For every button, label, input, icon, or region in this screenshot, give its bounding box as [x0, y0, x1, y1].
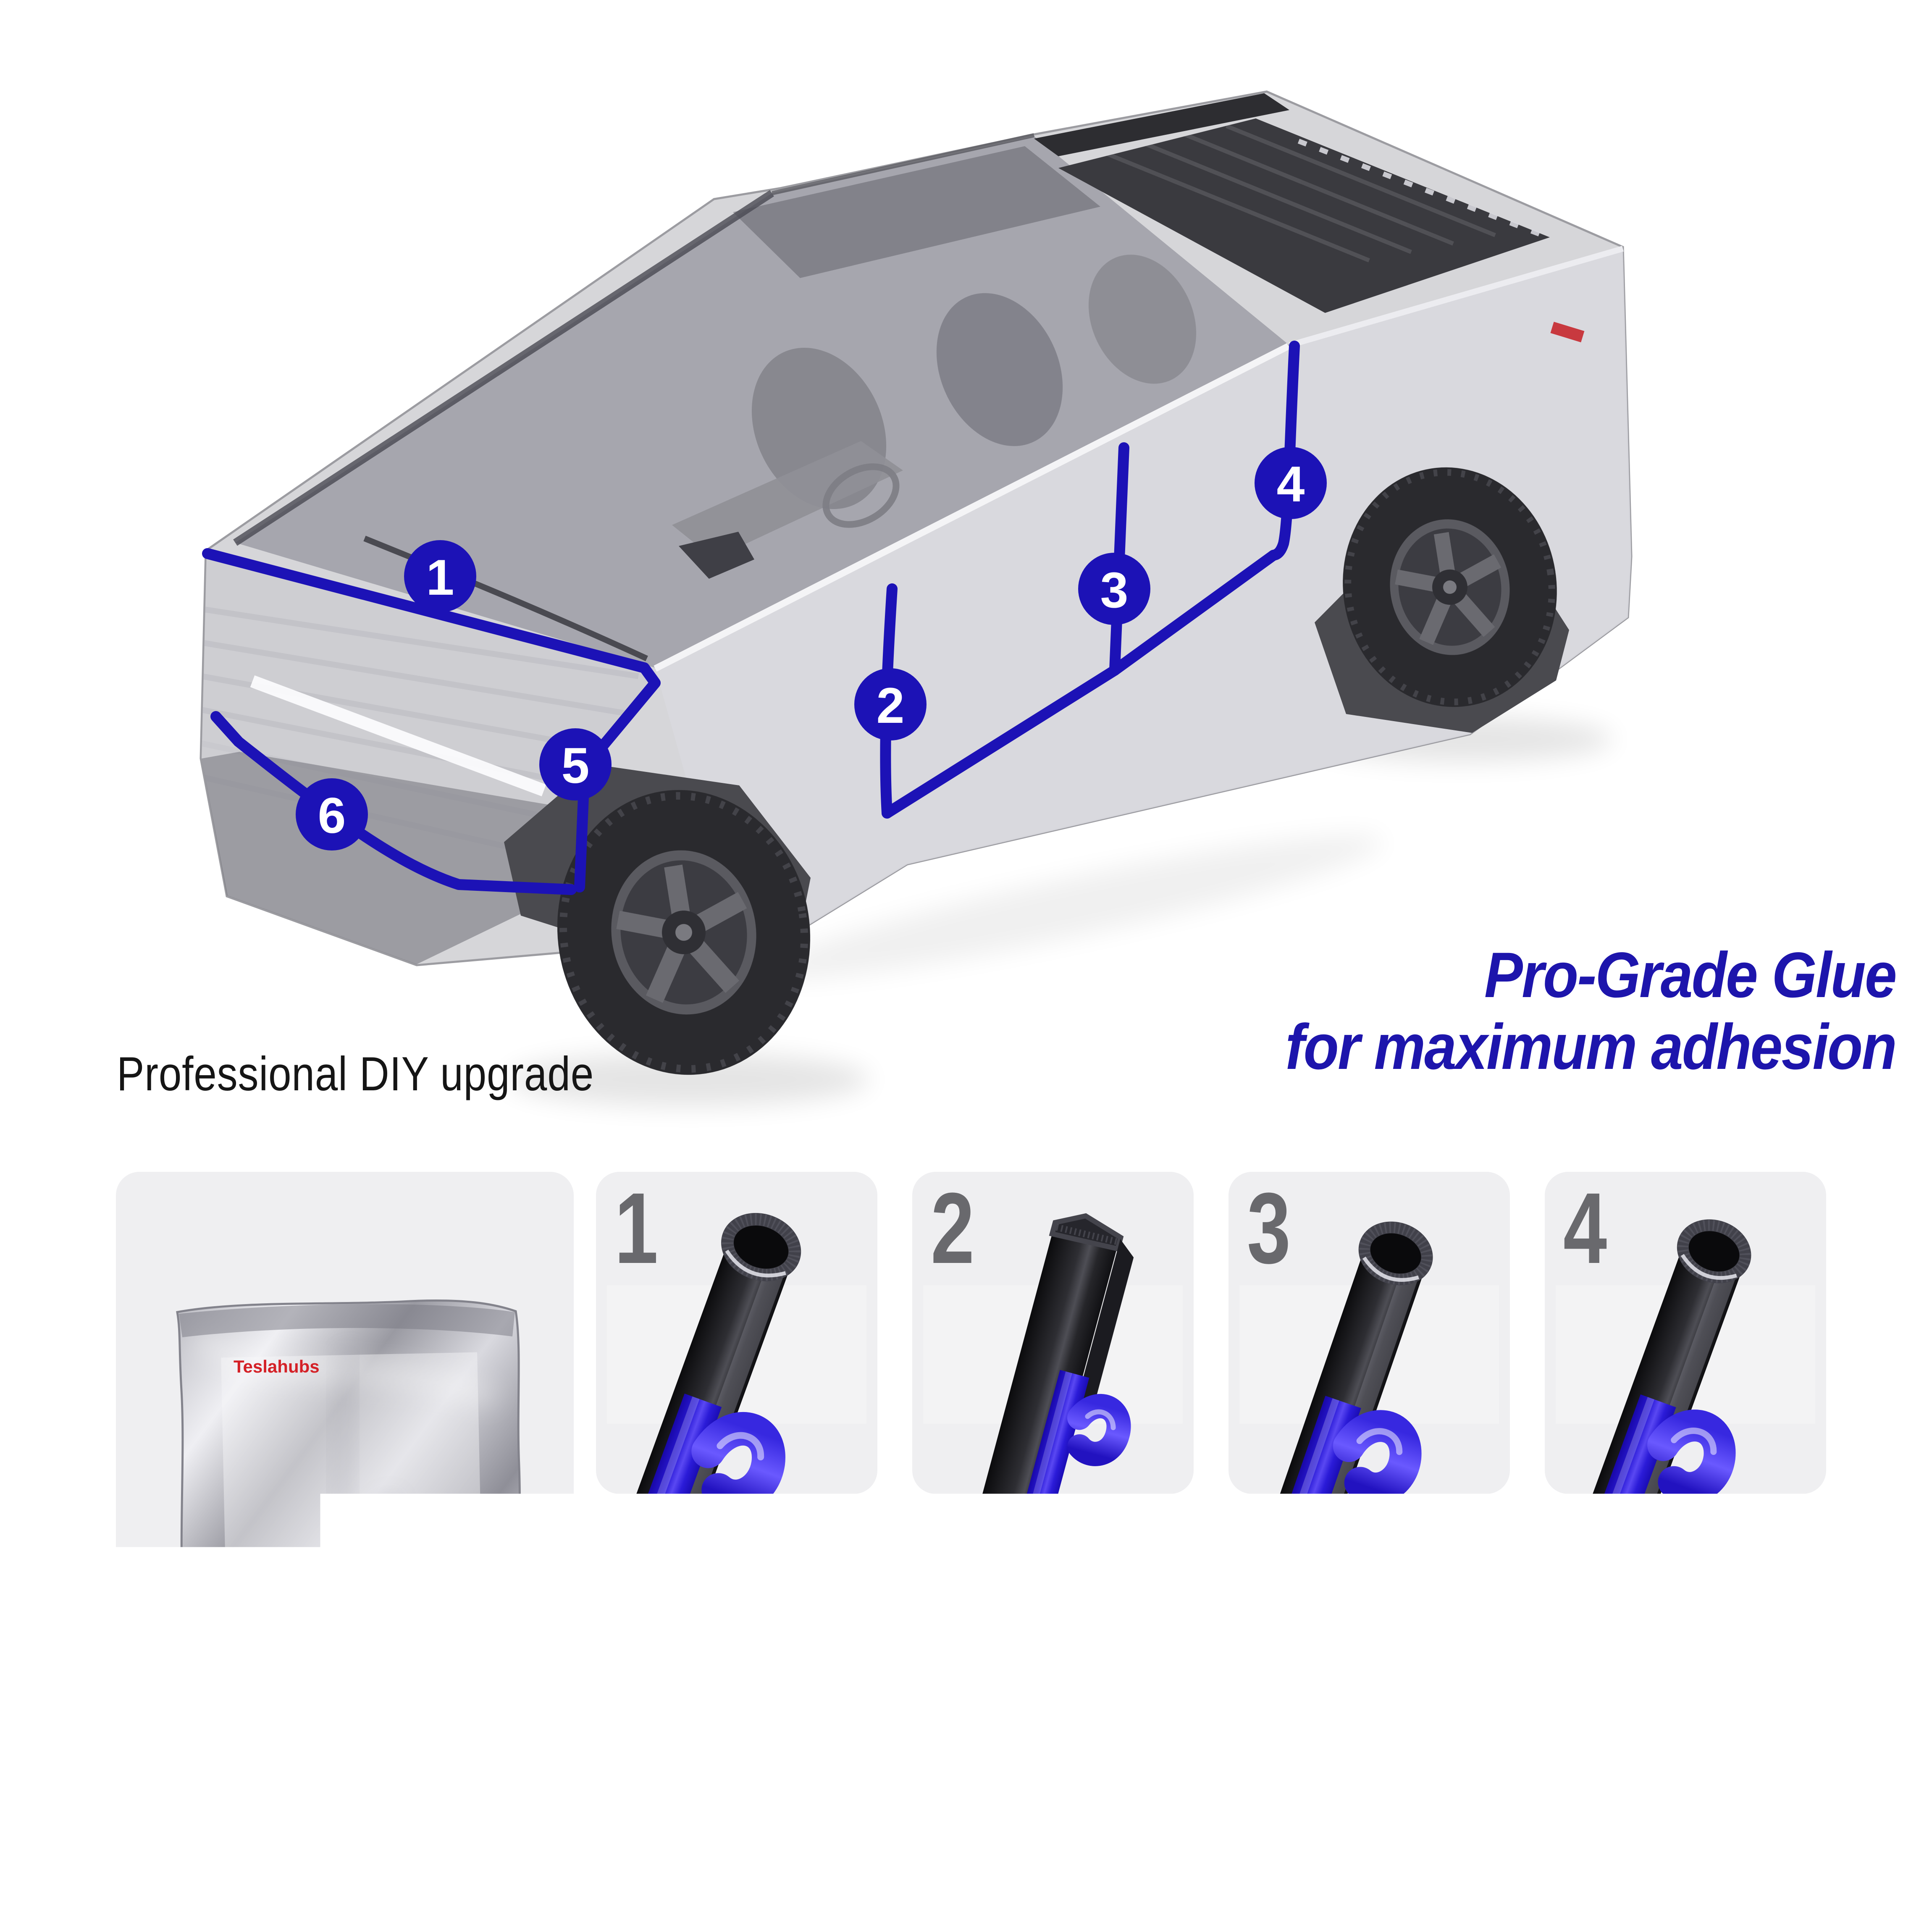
marker-3: 3 [1078, 553, 1150, 625]
strip-panel-2: 2 [912, 1172, 1194, 1494]
info-text-line2: Included [1280, 1756, 1747, 1796]
marker-6: 6 [296, 778, 368, 850]
info-panel: Digital Manual & Video Guides Included [1228, 1532, 1826, 1854]
headline: Pro-Grade Glue for maximum adhesion [1286, 939, 1896, 1083]
strip-panel-6: 6 [912, 1532, 1194, 1854]
strip-panel-1: 1 [596, 1172, 877, 1494]
headline-line2: for maximum adhesion [1286, 1011, 1896, 1083]
svg-text:5: 5 [562, 738, 590, 794]
panel-number: 5 [614, 1543, 658, 1633]
bag-website: teslahubs.com [316, 1672, 397, 1686]
svg-text:3: 3 [1100, 562, 1129, 618]
info-icon [1280, 1544, 1419, 1704]
foil-bag: Teslahubs World–Class Tesla AccessoriesM… [116, 1172, 574, 1854]
info-text-line1: Digital Manual & Video Guides [1280, 1716, 1747, 1756]
headline-line1: Pro-Grade Glue [1286, 939, 1896, 1011]
marker-5: 5 [539, 728, 612, 801]
svg-text:6: 6 [318, 788, 346, 844]
marker-2: 2 [854, 668, 927, 740]
tagline: Professional DIY upgrade [117, 1047, 594, 1102]
info-text: Digital Manual & Video Guides Included [1280, 1716, 1747, 1796]
panel-number: 6 [931, 1543, 974, 1633]
panel-number: 2 [931, 1183, 974, 1273]
svg-text:4: 4 [1277, 456, 1305, 512]
marker-4: 4 [1255, 447, 1327, 519]
strip-panel-4: 4 [1545, 1172, 1826, 1494]
panel-number: 3 [1247, 1183, 1291, 1273]
package-panel: Teslahubs World–Class Tesla AccessoriesM… [116, 1172, 574, 1854]
svg-text:1: 1 [426, 549, 454, 606]
svg-text:2: 2 [877, 677, 905, 734]
bag-brand: Teslahubs [234, 1357, 320, 1376]
marker-1: 1 [404, 540, 476, 612]
panel-number: 1 [614, 1183, 658, 1273]
strip-panel-3: 3 [1228, 1172, 1510, 1494]
bag-label-line1: World–Class Tesla [263, 1578, 463, 1603]
bag-label-line2: AccessoriesManufacturing [218, 1606, 508, 1631]
panel-number: 4 [1563, 1183, 1607, 1273]
strip-panel-5: 5 [596, 1532, 877, 1854]
